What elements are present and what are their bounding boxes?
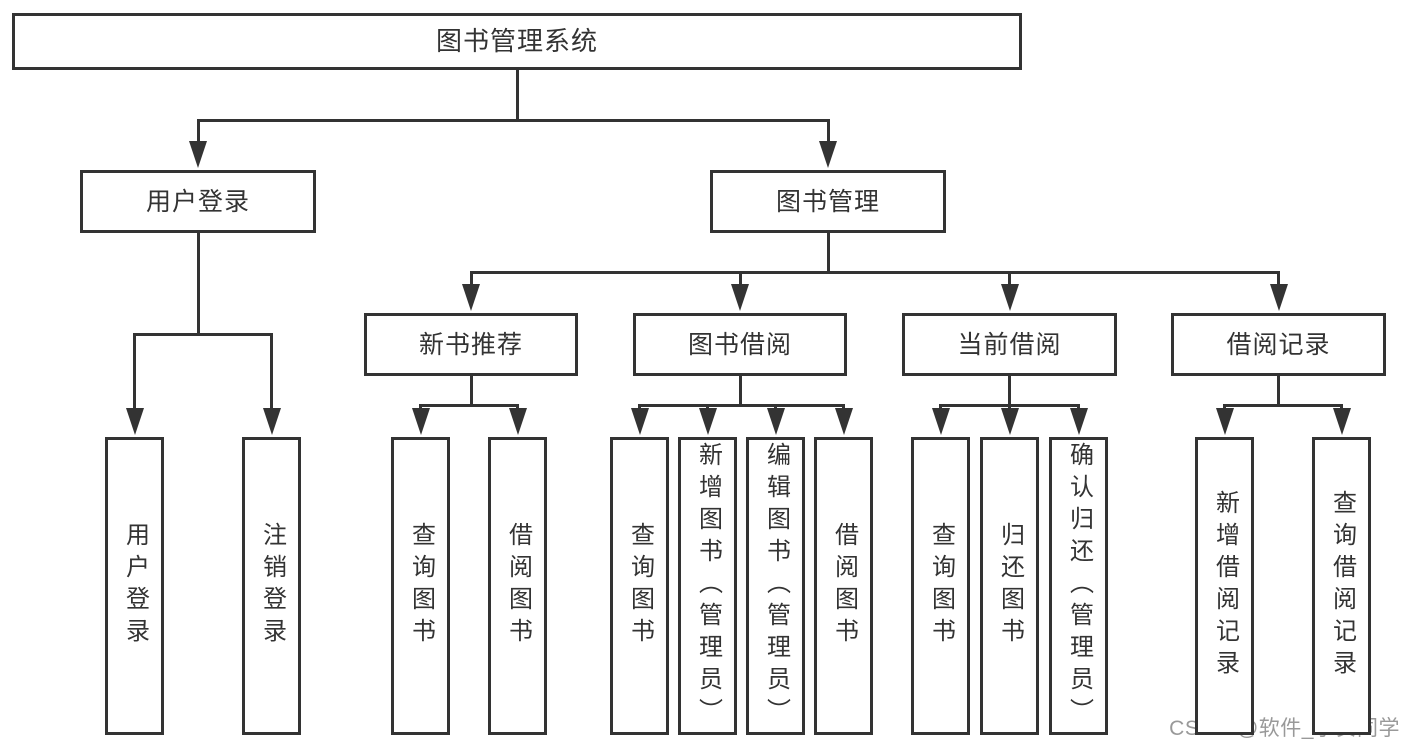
connector-line xyxy=(738,374,742,407)
connector-line xyxy=(1277,374,1280,407)
node-label: 借阅记录 xyxy=(1226,330,1331,359)
connector-line xyxy=(1223,403,1343,407)
node-book-borrow: 图书借阅 xyxy=(633,313,847,376)
arrowhead-icon xyxy=(411,408,430,435)
node-book-mgmt: 图书管理 xyxy=(710,170,946,233)
node-cb-query-book: 查询图书 xyxy=(911,437,970,735)
arrowhead-icon xyxy=(698,408,717,435)
arrowhead-icon xyxy=(931,408,950,435)
node-logout-op: 注销登录 xyxy=(242,437,301,735)
node-cb-confirm-return: 确认归还（管理员） xyxy=(1049,437,1108,735)
node-label: 编辑图书（管理员） xyxy=(762,442,790,730)
arrowhead-icon xyxy=(1000,408,1019,435)
node-label: 查询图书 xyxy=(626,522,654,650)
connector-line xyxy=(638,403,845,407)
arrowhead-icon xyxy=(189,141,207,168)
node-label: 借阅图书 xyxy=(830,522,858,650)
node-label: 归还图书 xyxy=(996,522,1024,650)
arrowhead-icon xyxy=(1332,408,1351,435)
node-label: 图书管理系统 xyxy=(435,25,598,56)
connector-line xyxy=(196,231,200,336)
connector-line xyxy=(133,334,136,411)
connector-line xyxy=(419,403,519,407)
connector-line xyxy=(515,68,519,122)
arrowhead-icon xyxy=(819,141,837,168)
node-br-add-record: 新增借阅记录 xyxy=(1195,437,1254,735)
node-current-borrow: 当前借阅 xyxy=(902,313,1117,376)
arrowhead-icon xyxy=(834,408,853,435)
arrowhead-icon xyxy=(1215,408,1234,435)
connector-line xyxy=(826,231,830,274)
connector-line xyxy=(133,332,273,336)
node-label: 借阅图书 xyxy=(504,522,532,650)
connector-line xyxy=(196,120,200,144)
arrowhead-icon xyxy=(1269,284,1288,311)
node-label: 图书管理 xyxy=(775,187,880,216)
node-label: 当前借阅 xyxy=(957,330,1062,359)
arrowhead-icon xyxy=(462,284,480,311)
node-label: 查询借阅记录 xyxy=(1328,490,1356,682)
connector-line xyxy=(1277,272,1280,287)
node-label: 新增图书（管理员） xyxy=(694,442,722,730)
arrowhead-icon xyxy=(766,408,785,435)
node-label: 新增借阅记录 xyxy=(1211,490,1239,682)
arrowhead-icon xyxy=(508,408,527,435)
node-rec-query-book: 查询图书 xyxy=(391,437,450,735)
node-borrow-records: 借阅记录 xyxy=(1171,313,1386,376)
node-bb-edit-book: 编辑图书（管理员） xyxy=(746,437,805,735)
connector-line xyxy=(469,272,473,287)
node-root: 图书管理系统 xyxy=(12,13,1022,70)
node-label: 注销登录 xyxy=(258,522,286,650)
arrowhead-icon xyxy=(1069,408,1088,435)
node-rec-borrow-book: 借阅图书 xyxy=(488,437,547,735)
connector-line xyxy=(469,270,1280,274)
node-new-book-rec: 新书推荐 xyxy=(364,313,578,376)
arrowhead-icon xyxy=(1000,284,1019,311)
node-login-op: 用户登录 xyxy=(105,437,164,735)
arrowhead-icon xyxy=(630,408,649,435)
connector-line xyxy=(469,374,473,407)
node-label: 用户登录 xyxy=(121,522,149,650)
node-label: 用户登录 xyxy=(145,187,250,216)
arrowhead-icon xyxy=(125,408,144,435)
node-cb-return-book: 归还图书 xyxy=(980,437,1039,735)
connector-line xyxy=(196,118,830,122)
node-label: 查询图书 xyxy=(927,522,955,650)
node-user-login: 用户登录 xyxy=(80,170,316,233)
arrowhead-icon xyxy=(262,408,281,435)
connector-line xyxy=(270,334,273,411)
connector-line xyxy=(1008,374,1011,407)
node-label: 新书推荐 xyxy=(418,330,523,359)
connector-line xyxy=(738,272,742,287)
node-bb-query-book: 查询图书 xyxy=(610,437,669,735)
node-br-query-record: 查询借阅记录 xyxy=(1312,437,1371,735)
connector-line xyxy=(1008,272,1011,287)
node-bb-add-book: 新增图书（管理员） xyxy=(678,437,737,735)
node-label: 查询图书 xyxy=(407,522,435,650)
connector-line xyxy=(826,120,830,144)
node-label: 图书借阅 xyxy=(687,330,792,359)
node-label: 确认归还（管理员） xyxy=(1065,442,1093,730)
arrowhead-icon xyxy=(731,284,749,311)
node-bb-borrow-book: 借阅图书 xyxy=(814,437,873,735)
